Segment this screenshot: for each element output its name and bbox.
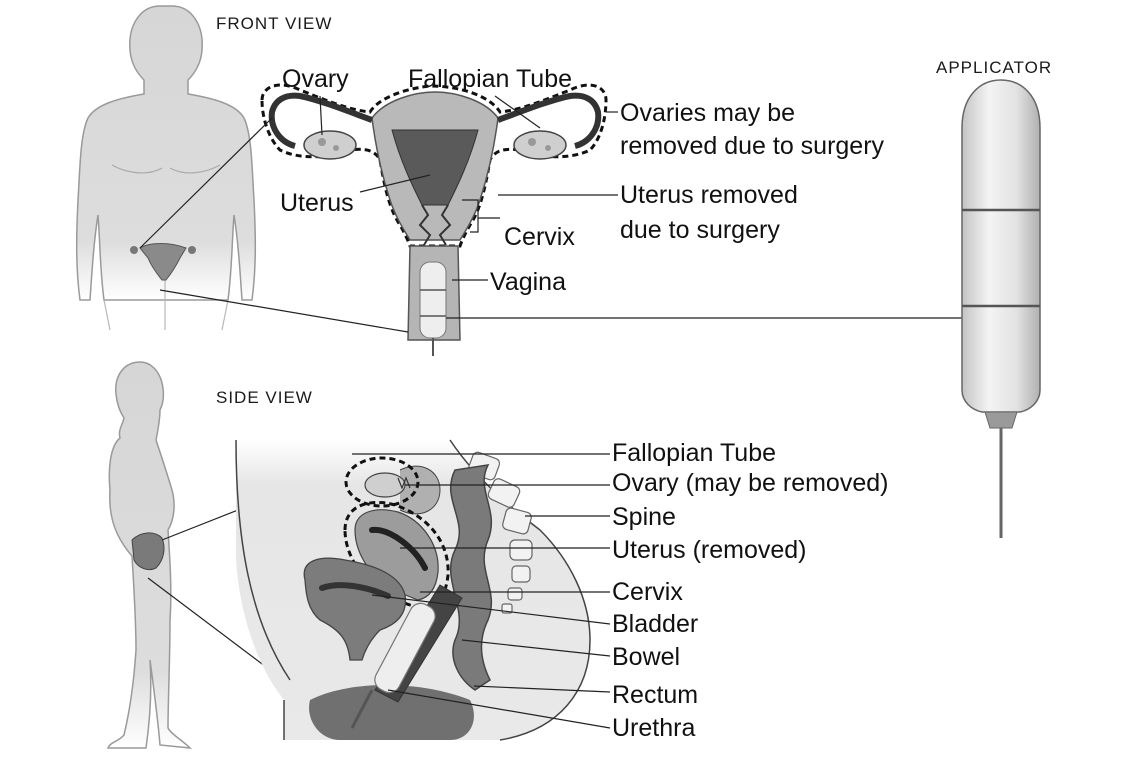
side-label-uterus: Uterus (removed) <box>612 535 807 566</box>
label-cervix: Cervix <box>504 222 575 253</box>
side-label-cervix: Cervix <box>612 577 683 608</box>
front-body-figure <box>77 6 256 330</box>
label-ovaries-note-2: removed due to surgery <box>620 131 884 162</box>
label-vagina: Vagina <box>490 267 566 298</box>
side-label-bowel: Bowel <box>612 642 680 673</box>
label-uterus-note-2: due to surgery <box>620 215 780 246</box>
label-uterus-note-1: Uterus removed <box>620 180 798 211</box>
applicator-caption: APPLICATOR <box>936 58 1052 78</box>
front-view-caption: FRONT VIEW <box>216 14 332 34</box>
label-uterus: Uterus <box>280 188 354 219</box>
side-label-urethra: Urethra <box>612 713 695 744</box>
side-label-spine: Spine <box>612 502 676 533</box>
label-fallopian-tube: Fallopian Tube <box>408 64 572 95</box>
side-label-rectum: Rectum <box>612 680 698 711</box>
side-view-caption: SIDE VIEW <box>216 388 313 408</box>
side-label-bladder: Bladder <box>612 609 698 640</box>
label-ovary: Ovary <box>282 64 349 95</box>
side-label-ovary: Ovary (may be removed) <box>612 468 888 499</box>
front-uterus-diagram <box>262 85 606 356</box>
side-label-fallopian-tube: Fallopian Tube <box>612 438 776 469</box>
label-ovaries-note-1: Ovaries may be <box>620 98 795 129</box>
applicator-drawing <box>962 80 1040 538</box>
